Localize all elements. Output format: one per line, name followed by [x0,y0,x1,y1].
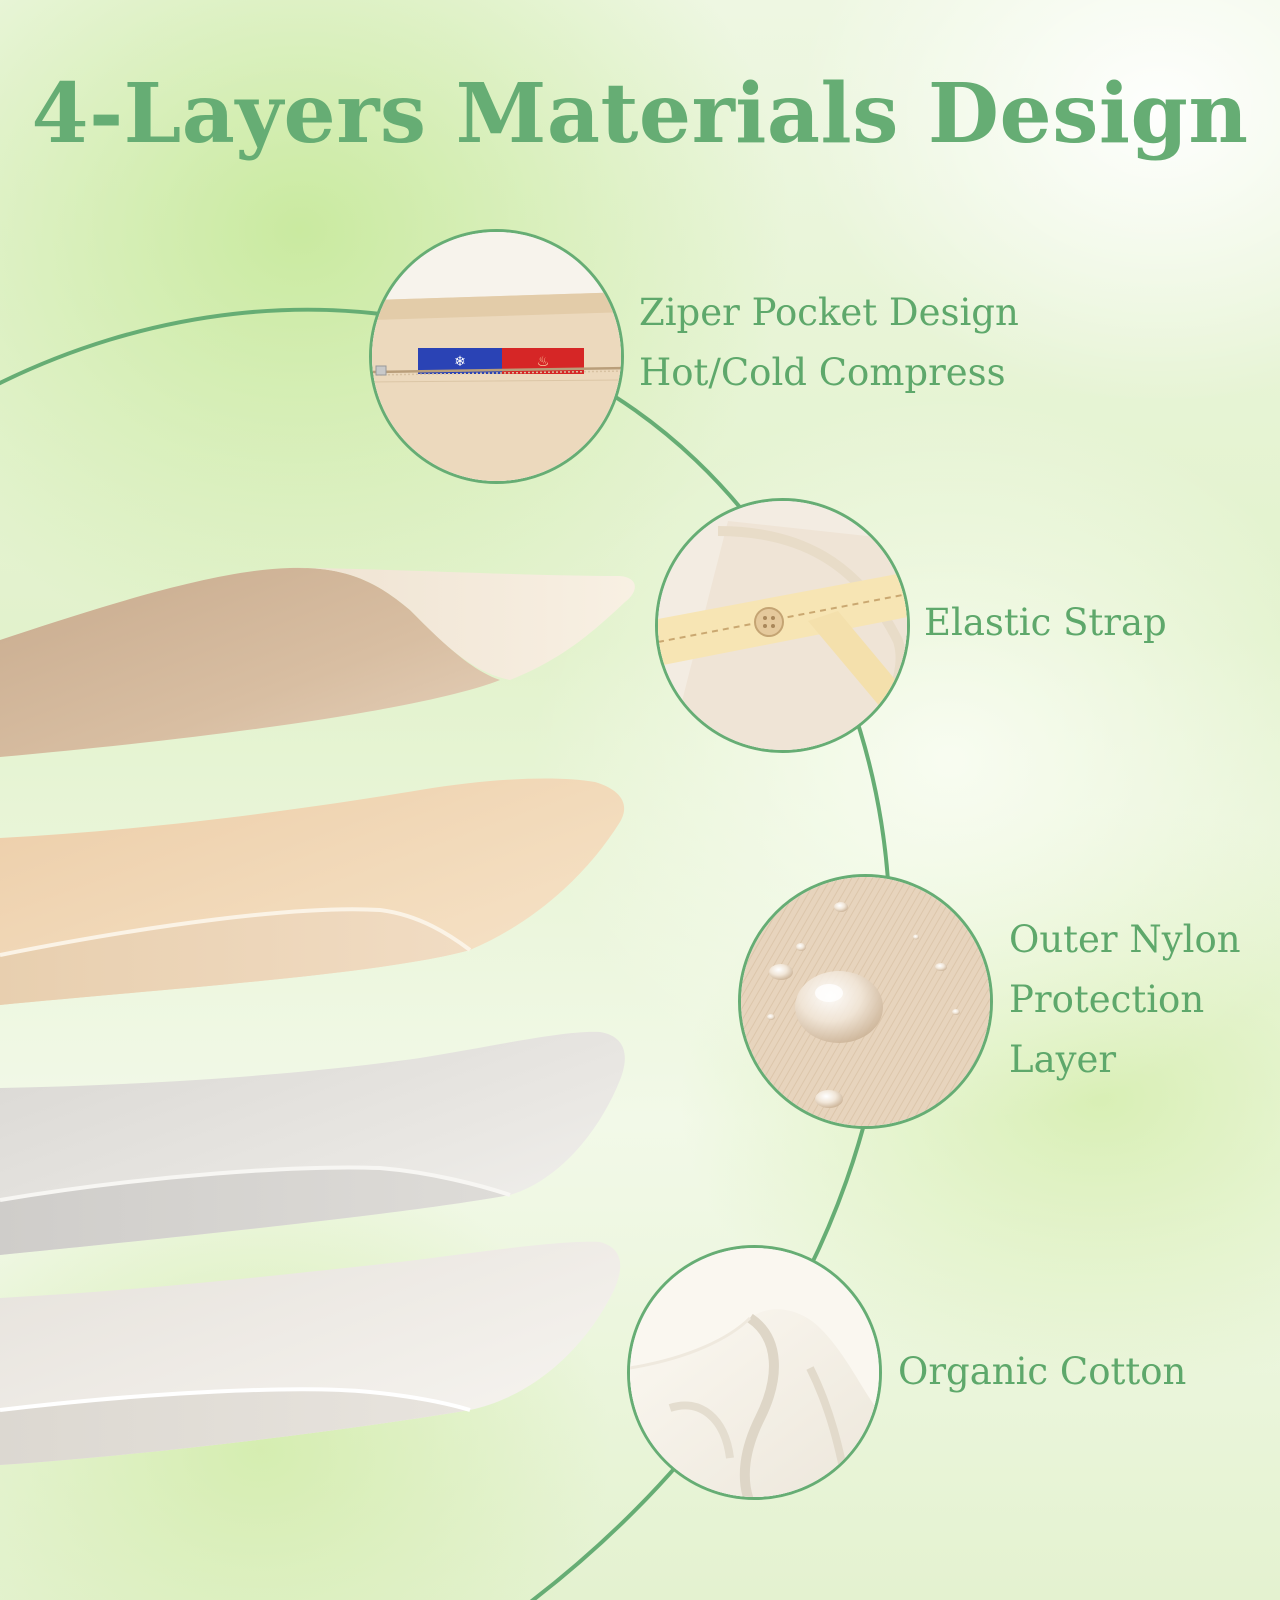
feature-line: Protection [1009,978,1205,1021]
feature-label-zipper-pocket: Ziper Pocket Design Hot/Cold Compress [639,283,1019,403]
beige-fabric-layer [0,778,625,1005]
cotton-fabric-photo [627,1245,882,1500]
fabric-layers [0,567,635,1465]
zipper-pocket-photo: ❄ ♨ [369,229,624,484]
elastic-strap-photo [655,498,910,753]
water-droplets-photo [738,874,993,1129]
feature-label-elastic-strap: Elastic Strap [924,593,1167,653]
white-fabric-layer [0,1241,621,1465]
feature-line: Layer [1009,1038,1117,1081]
svg-text:♨: ♨ [537,354,550,370]
svg-text:❄: ❄ [454,354,466,370]
tan-fabric-layer [0,567,635,757]
feature-line: Elastic Strap [924,601,1167,644]
feature-label-outer-nylon: Outer Nylon Protection Layer [1009,910,1241,1090]
feature-line: Ziper Pocket Design [639,291,1019,334]
feature-line: Outer Nylon [1009,918,1241,961]
grey-fabric-layer [0,1031,625,1255]
page-title: 4-Layers Materials Design [31,66,1249,162]
feature-line: Hot/Cold Compress [639,351,1006,394]
feature-label-organic-cotton: Organic Cotton [898,1342,1186,1402]
feature-line: Organic Cotton [898,1350,1187,1393]
